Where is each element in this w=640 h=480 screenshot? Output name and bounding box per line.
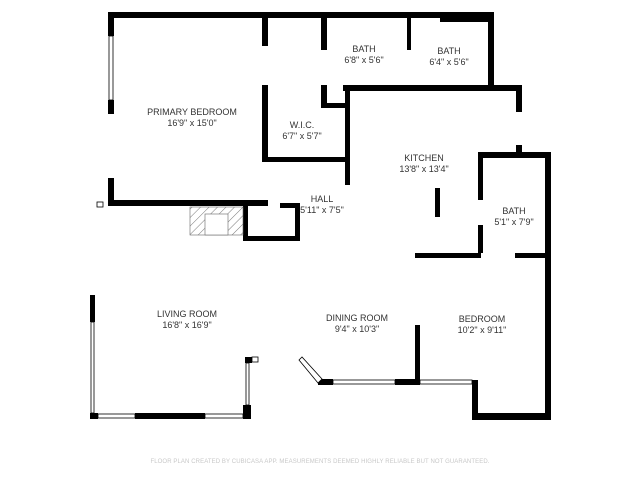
- room-label-wic: W.I.C.6'7" x 5'7": [282, 120, 322, 141]
- disclaimer-footer: FLOOR PLAN CREATED BY CUBICASA APP. MEAS…: [150, 459, 490, 465]
- windows: [90, 35, 473, 419]
- walls: [90, 12, 551, 420]
- fireplace: [189, 206, 244, 236]
